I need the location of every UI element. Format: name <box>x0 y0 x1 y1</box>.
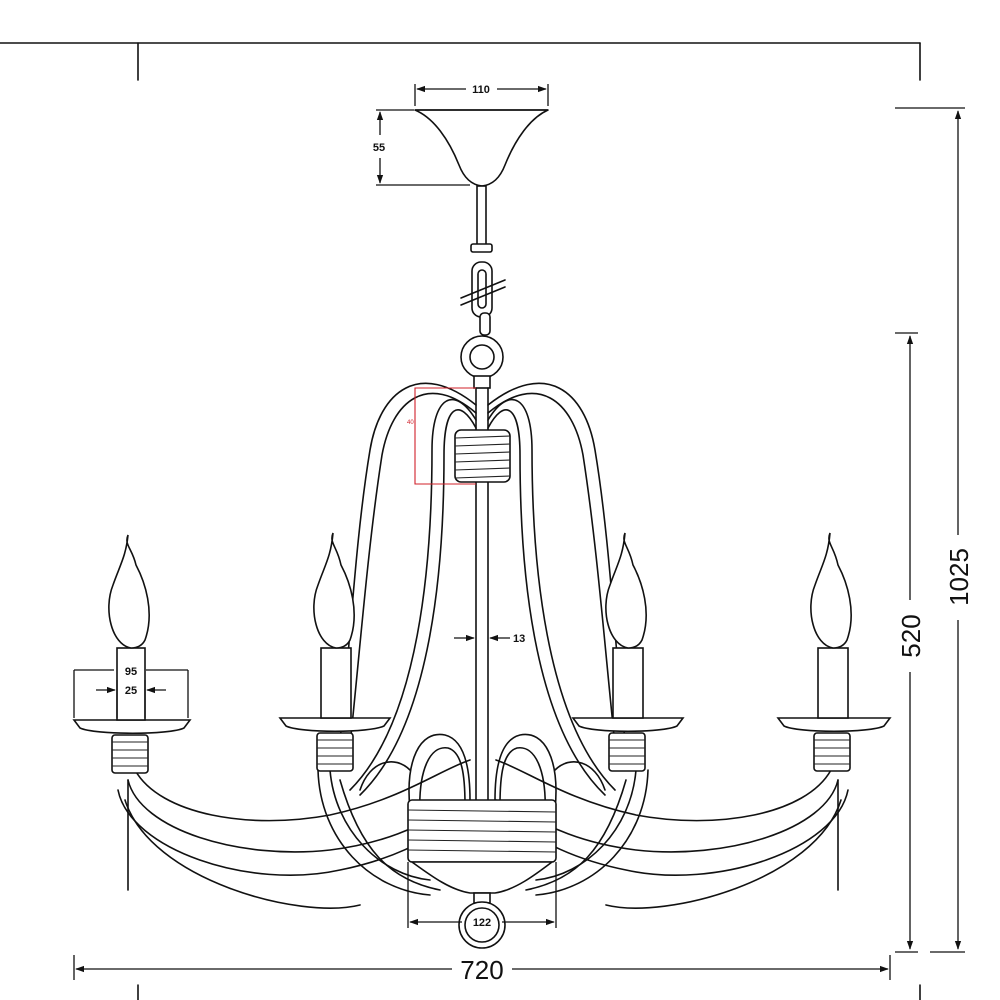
stem-coil <box>454 429 511 483</box>
ceiling-canopy <box>414 109 549 187</box>
dimension-canopy-height: 55 <box>373 109 470 186</box>
total-width-label: 720 <box>460 955 503 985</box>
drawing-frame <box>0 42 921 1000</box>
body-height-label: 520 <box>896 614 926 657</box>
hanging-chain <box>460 185 506 389</box>
cup-width-label: 95 <box>125 666 137 678</box>
dimension-cup-width: 95 25 <box>73 666 189 718</box>
dimension-rod-diameter: 13 <box>454 633 525 645</box>
candle-arm-4 <box>776 532 892 772</box>
candle-arm-2 <box>278 532 392 772</box>
base-width-label: 122 <box>473 917 491 929</box>
canopy-width-label: 110 <box>472 84 490 96</box>
dimension-body-height: 520 <box>895 332 926 953</box>
red-dimension-label: 40 <box>407 420 414 426</box>
central-base <box>407 799 557 949</box>
canopy-height-label: 55 <box>373 142 385 154</box>
candle-width-label: 25 <box>125 685 137 697</box>
candle-arm-3 <box>571 532 685 772</box>
red-dimension-marker: 40 <box>407 387 476 485</box>
dimension-base-width: 122 <box>407 862 557 929</box>
dimension-canopy-width: 110 <box>414 84 549 106</box>
dimension-total-height: 1025 <box>895 107 974 953</box>
candle-arm-1 <box>72 534 192 774</box>
dimension-total-width: 720 <box>73 955 891 985</box>
rod-diameter-label: 13 <box>513 633 525 645</box>
upper-arms <box>339 382 626 796</box>
total-height-label: 1025 <box>944 548 974 606</box>
